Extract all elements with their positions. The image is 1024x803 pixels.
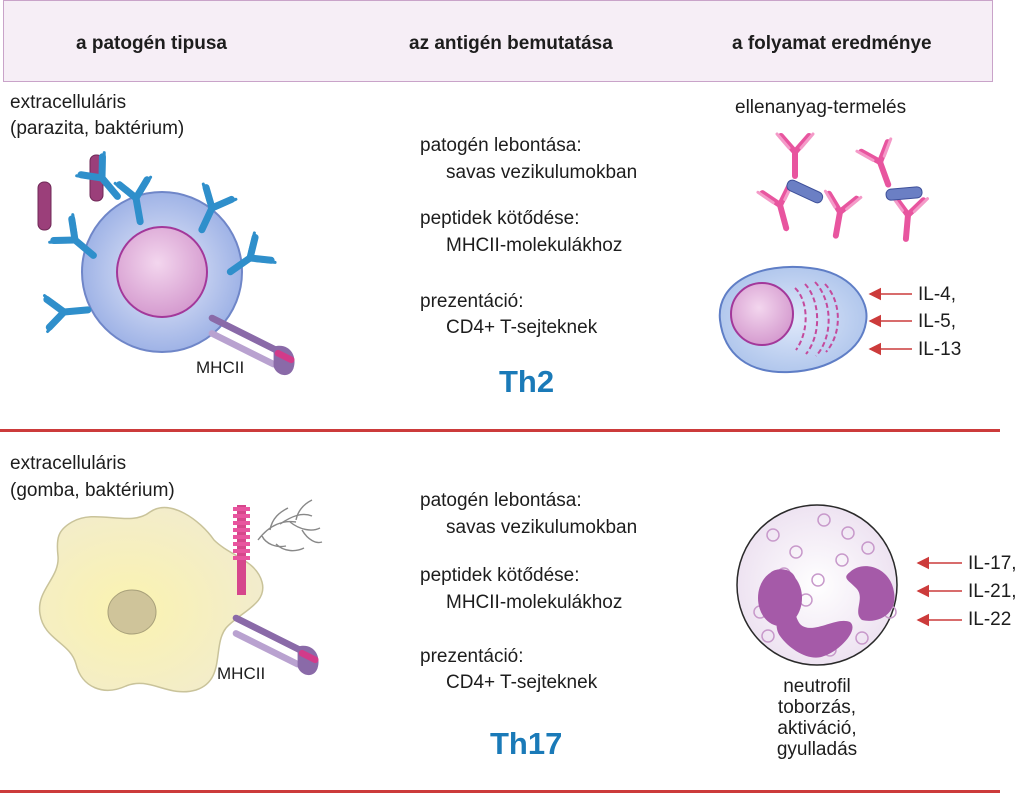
th2-cytokine-1: IL-4, — [918, 284, 957, 305]
header-bar: a patogén tipusa az antigén bemutatása a… — [3, 0, 993, 82]
dendritic-cell-illustration — [38, 499, 323, 693]
th17-outcome-line-3: aktiváció, — [777, 718, 857, 739]
th2-cell-label: Th2 — [499, 364, 555, 399]
th2-mhc-label: MHCII — [196, 358, 245, 377]
th17-pathogen-type: extracelluláris — [10, 453, 127, 474]
th2-cytokine-3: IL-13 — [918, 339, 962, 360]
th17-outcome-line-4: gyulladás — [776, 739, 858, 760]
th17-outcome-label: neutrofil toborzás, aktiváció, gyulladás — [757, 676, 877, 760]
plasma-cell-illustration — [718, 266, 868, 374]
th17-cell-label: Th17 — [490, 726, 563, 761]
th17-cytokine-2: IL-21, — [968, 581, 1017, 602]
section-separator — [0, 429, 1000, 432]
th17-step2-detail: MHCII-molekulákhoz — [446, 592, 623, 613]
th2-step1-detail: savas vezikulumokban — [446, 162, 638, 183]
th2-step2-title: peptidek kötődése: — [420, 208, 580, 229]
th17-outcome-line-1: neutrofil — [783, 676, 851, 697]
th17-mhc-label: MHCII — [217, 664, 266, 683]
th2-step2-detail: MHCII-molekulákhoz — [446, 235, 623, 256]
th17-cytokine-3: IL-22 — [968, 609, 1012, 630]
th2-step3-title: prezentáció: — [420, 291, 524, 312]
header-pathogen-type: a patogén tipusa — [76, 33, 227, 54]
th17-step1-detail: savas vezikulumokban — [446, 517, 638, 538]
neutrophil-illustration — [736, 504, 898, 666]
th2-step1-title: patogén lebontása: — [420, 135, 582, 156]
th17-step3-detail: CD4+ T-sejteknek — [446, 672, 598, 693]
th17-pathogen-examples: (gomba, baktérium) — [10, 480, 175, 501]
th17-outcome-line-2: toborzás, — [777, 697, 857, 718]
th2-step3-detail: CD4+ T-sejteknek — [446, 317, 598, 338]
th17-step2-title: peptidek kötődése: — [420, 565, 580, 586]
th17-step1-title: patogén lebontása: — [420, 490, 582, 511]
th2-pathogen-examples: (parazita, baktérium) — [10, 118, 185, 139]
header-outcome: a folyamat eredménye — [732, 33, 932, 54]
th2-outcome-label: ellenanyag-termelés — [735, 97, 907, 118]
th17-step3-title: prezentáció: — [420, 646, 524, 667]
th2-cytokine-2: IL-5, — [918, 311, 957, 332]
header-antigen-presentation: az antigén bemutatása — [409, 33, 613, 54]
bottom-separator — [0, 790, 1000, 793]
th2-pathogen-type: extracelluláris — [10, 92, 127, 113]
b-cell-illustration — [37, 153, 295, 375]
antibody-production-illustration — [758, 134, 928, 240]
th17-cytokine-1: IL-17, — [968, 553, 1017, 574]
